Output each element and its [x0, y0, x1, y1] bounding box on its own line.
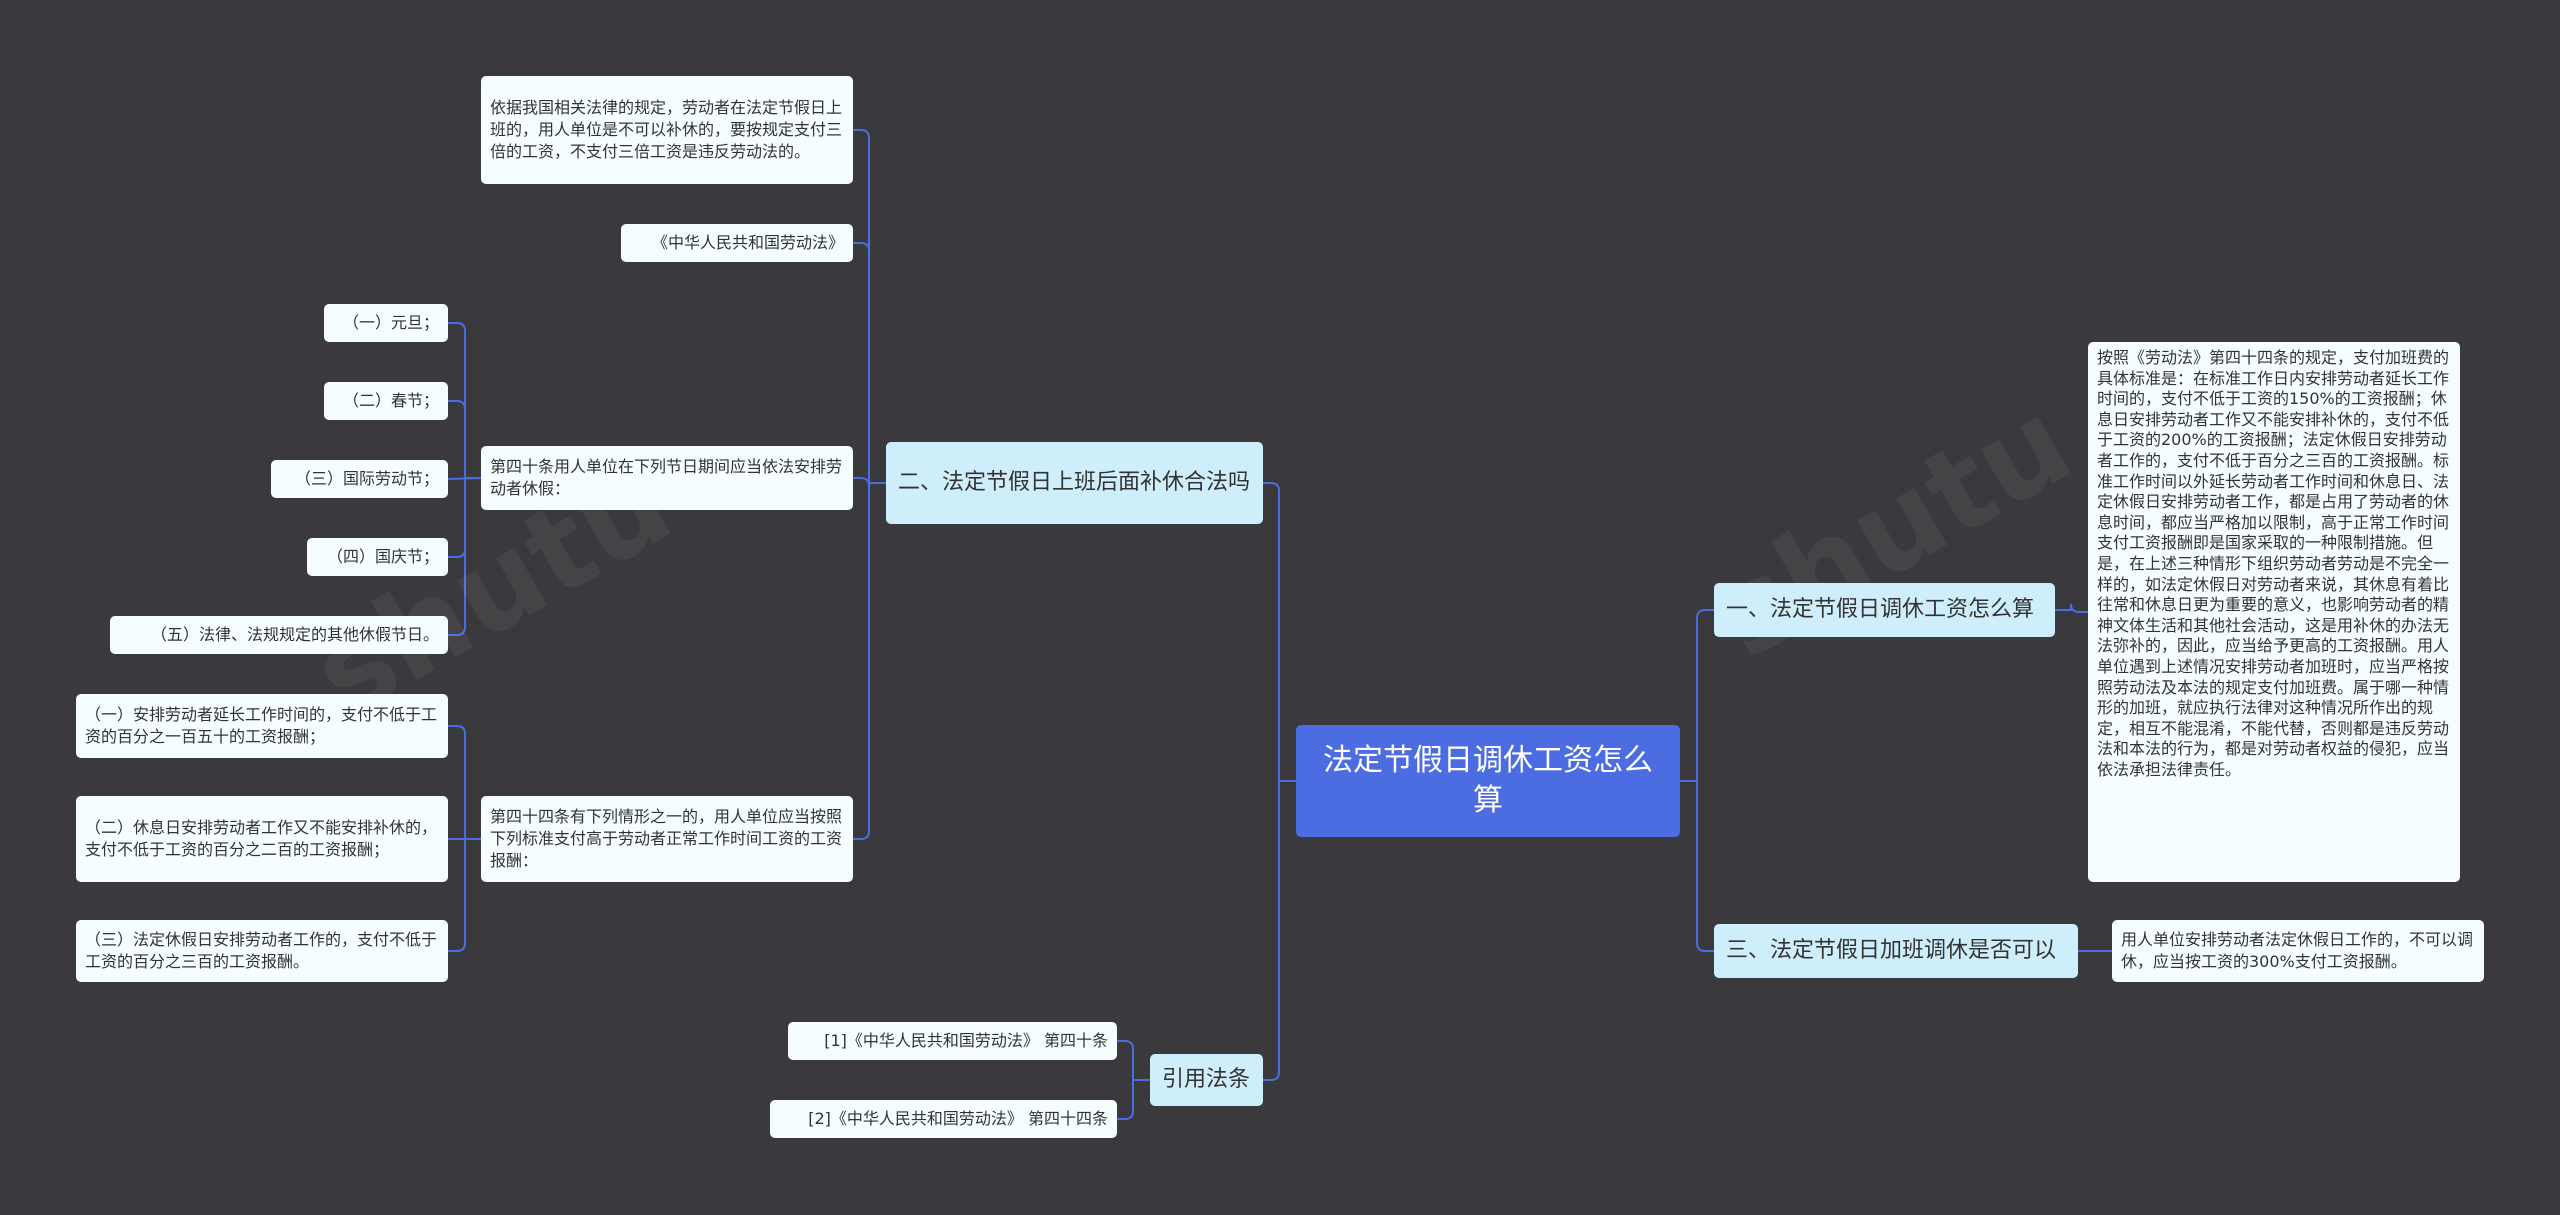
connector — [853, 129, 886, 484]
leaf-text: 依据我国相关法律的规定，劳动者在法定节假日上班的，用人单位是不可以补休的，要按规… — [490, 98, 843, 161]
root-topic-label: 法定节假日调休工资怎么算 — [1323, 743, 1653, 818]
connector — [1680, 780, 1714, 952]
root-topic[interactable]: 法定节假日调休工资怎么算 — [1296, 725, 1680, 837]
overtime-text: （一）安排劳动者延长工作时间的，支付不低于工资的百分之一百五十的工资报酬； — [85, 705, 438, 746]
connector — [853, 242, 886, 484]
reference-text: [1]《中华人民共和国劳动法》 第四十条 — [824, 1031, 1108, 1050]
reference-text: [2]《中华人民共和国劳动法》 第四十四条 — [808, 1109, 1108, 1128]
reference-item[interactable]: [2]《中华人民共和国劳动法》 第四十四条 — [770, 1100, 1117, 1138]
connector — [1263, 482, 1296, 782]
branch-topic-compensatory-leave[interactable]: 二、法定节假日上班后面补休合法吗 — [886, 442, 1263, 524]
holiday-item[interactable]: （五）法律、法规规定的其他休假节日。 — [110, 616, 448, 654]
connector — [448, 400, 481, 479]
connector — [2055, 603, 2088, 613]
holiday-text: （三）国际劳动节； — [294, 469, 439, 488]
branch-topic-calculation[interactable]: 一、法定节假日调休工资怎么算 — [1714, 583, 2055, 637]
branch-topic-references[interactable]: 引用法条 — [1150, 1054, 1263, 1106]
connector — [448, 477, 481, 636]
connector — [1117, 1040, 1150, 1081]
overtime-item[interactable]: （三）法定休假日安排劳动者工作的，支付不低于工资的百分之三百的工资报酬。 — [76, 920, 448, 982]
detail-text: 按照《劳动法》第四十四条的规定，支付加班费的具体标准是：在标准工作日内安排劳动者… — [2097, 348, 2450, 779]
connector — [1263, 780, 1296, 1081]
holiday-text: （二）春节； — [342, 391, 439, 410]
connector — [448, 725, 481, 840]
connector — [1680, 609, 1714, 782]
overtime-text: （三）法定休假日安排劳动者工作的，支付不低于工资的百分之三百的工资报酬。 — [85, 930, 438, 971]
holiday-item[interactable]: （四）国庆节； — [307, 538, 448, 576]
overtime-item[interactable]: （二）休息日安排劳动者工作又不能安排补休的，支付不低于工资的百分之二百的工资报酬… — [76, 796, 448, 882]
connector — [1117, 1079, 1150, 1120]
detail-calculation[interactable]: 按照《劳动法》第四十四条的规定，支付加班费的具体标准是：在标准工作日内安排劳动者… — [2088, 342, 2460, 882]
leaf-legal-basis[interactable]: 依据我国相关法律的规定，劳动者在法定节假日上班的，用人单位是不可以补休的，要按规… — [481, 76, 853, 184]
branch-label: 一、法定节假日调休工资怎么算 — [1726, 597, 2035, 622]
leaf-text: 第四十条用人单位在下列节日期间应当依法安排劳动者休假： — [490, 457, 843, 498]
leaf-text: 《中华人民共和国劳动法》 — [651, 233, 844, 252]
branch-topic-overtime-leave[interactable]: 三、法定节假日加班调休是否可以 — [1714, 924, 2078, 978]
holiday-text: （一）元旦； — [342, 313, 439, 332]
connector — [853, 482, 886, 840]
holiday-item[interactable]: （一）元旦； — [324, 304, 448, 342]
overtime-text: （二）休息日安排劳动者工作又不能安排补休的，支付不低于工资的百分之二百的工资报酬… — [85, 818, 438, 859]
reference-item[interactable]: [1]《中华人民共和国劳动法》 第四十条 — [788, 1022, 1117, 1060]
connector — [448, 322, 481, 479]
leaf-article-40[interactable]: 第四十条用人单位在下列节日期间应当依法安排劳动者休假： — [481, 446, 853, 510]
branch-label: 三、法定节假日加班调休是否可以 — [1726, 938, 2057, 963]
leaf-text: 第四十四条有下列情形之一的，用人单位应当按照下列标准支付高于劳动者正常工作时间工… — [490, 807, 843, 870]
leaf-article-44[interactable]: 第四十四条有下列情形之一的，用人单位应当按照下列标准支付高于劳动者正常工作时间工… — [481, 796, 853, 882]
overtime-item[interactable]: （一）安排劳动者延长工作时间的，支付不低于工资的百分之一百五十的工资报酬； — [76, 694, 448, 758]
leaf-labor-law[interactable]: 《中华人民共和国劳动法》 — [621, 224, 853, 262]
holiday-text: （四）国庆节； — [326, 547, 439, 566]
branch-label: 二、法定节假日上班后面补休合法吗 — [898, 470, 1251, 495]
holiday-item[interactable]: （二）春节； — [324, 382, 448, 420]
connector — [448, 838, 481, 952]
detail-overtime-leave[interactable]: 用人单位安排劳动者法定休假日工作的，不可以调休，应当按工资的300%支付工资报酬… — [2112, 920, 2484, 982]
branch-label: 引用法条 — [1162, 1067, 1251, 1092]
detail-text: 用人单位安排劳动者法定休假日工作的，不可以调休，应当按工资的300%支付工资报酬… — [2121, 930, 2474, 971]
holiday-item[interactable]: （三）国际劳动节； — [271, 460, 448, 498]
holiday-text: （五）法律、法规规定的其他休假节日。 — [150, 625, 439, 644]
